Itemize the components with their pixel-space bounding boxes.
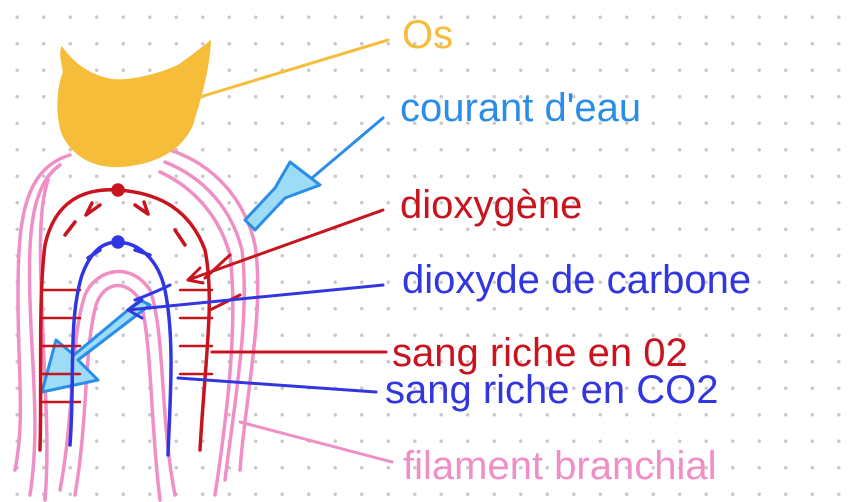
label-water-current: courant d'eau [400,86,642,130]
oxygenated-blood-vessel [38,183,212,452]
carbon-dioxide-arrows [126,283,385,320]
deoxygenated-blood-leader-line [176,376,378,394]
label-deoxygenated-blood: sang riche en CO2 [385,368,719,412]
label-gill-filament: filament branchial [403,444,717,488]
water-current-leader-line [310,116,385,180]
label-oxygenated-blood: sang riche en 02 [392,331,688,375]
filament-leader-line [238,420,394,464]
oxygen-arrows [186,208,385,312]
label-bone: Os [402,13,454,57]
gill-filament-outline [13,148,260,502]
bone-leader-line [188,38,390,102]
label-oxygen: dioxygène [400,183,583,227]
bone-shape [57,39,212,168]
deoxygenated-blood-vessel [68,235,173,457]
label-carbon-dioxide: dioxyde de carbone [402,258,752,302]
water-current-arrows [40,160,322,394]
